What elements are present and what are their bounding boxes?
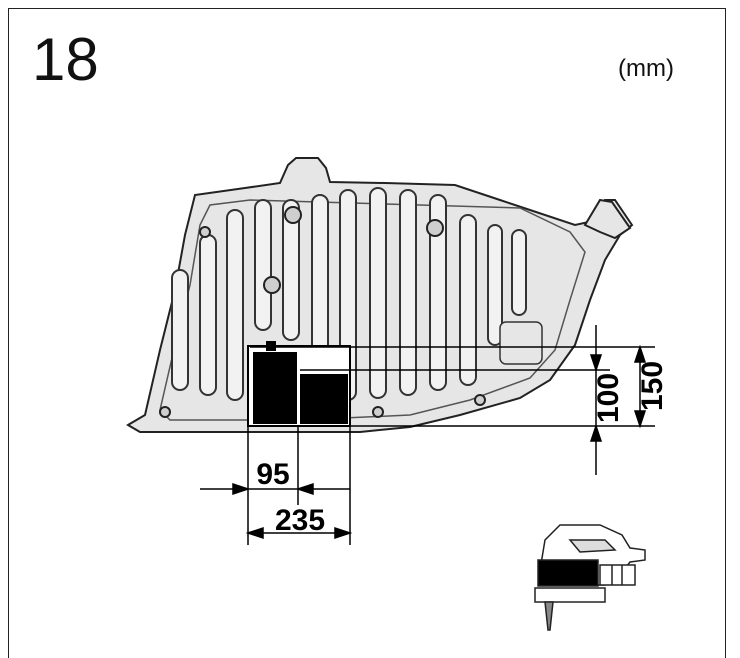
figure-number: 18 [32,26,99,93]
rib-pattern [171,187,527,401]
height-dim-100 [589,325,603,475]
width-extension-lines [247,426,351,545]
dust-nozzle [583,198,632,240]
side-pad [499,321,543,365]
width-dim-235 [245,526,353,540]
height-inner-label: 100 [592,373,625,423]
screw-holes [159,206,486,418]
height-dim-150 [633,344,647,429]
height-outer-label: 150 [636,361,669,411]
cutout-area [247,341,351,427]
width-outer-label: 235 [275,504,325,537]
figure-frame [8,8,726,658]
width-inner-label: 95 [256,458,289,491]
jigsaw-icon [534,524,646,631]
unit-label: (mm) [618,55,674,82]
height-extension-lines [250,346,655,427]
width-dim-95 [200,482,350,496]
